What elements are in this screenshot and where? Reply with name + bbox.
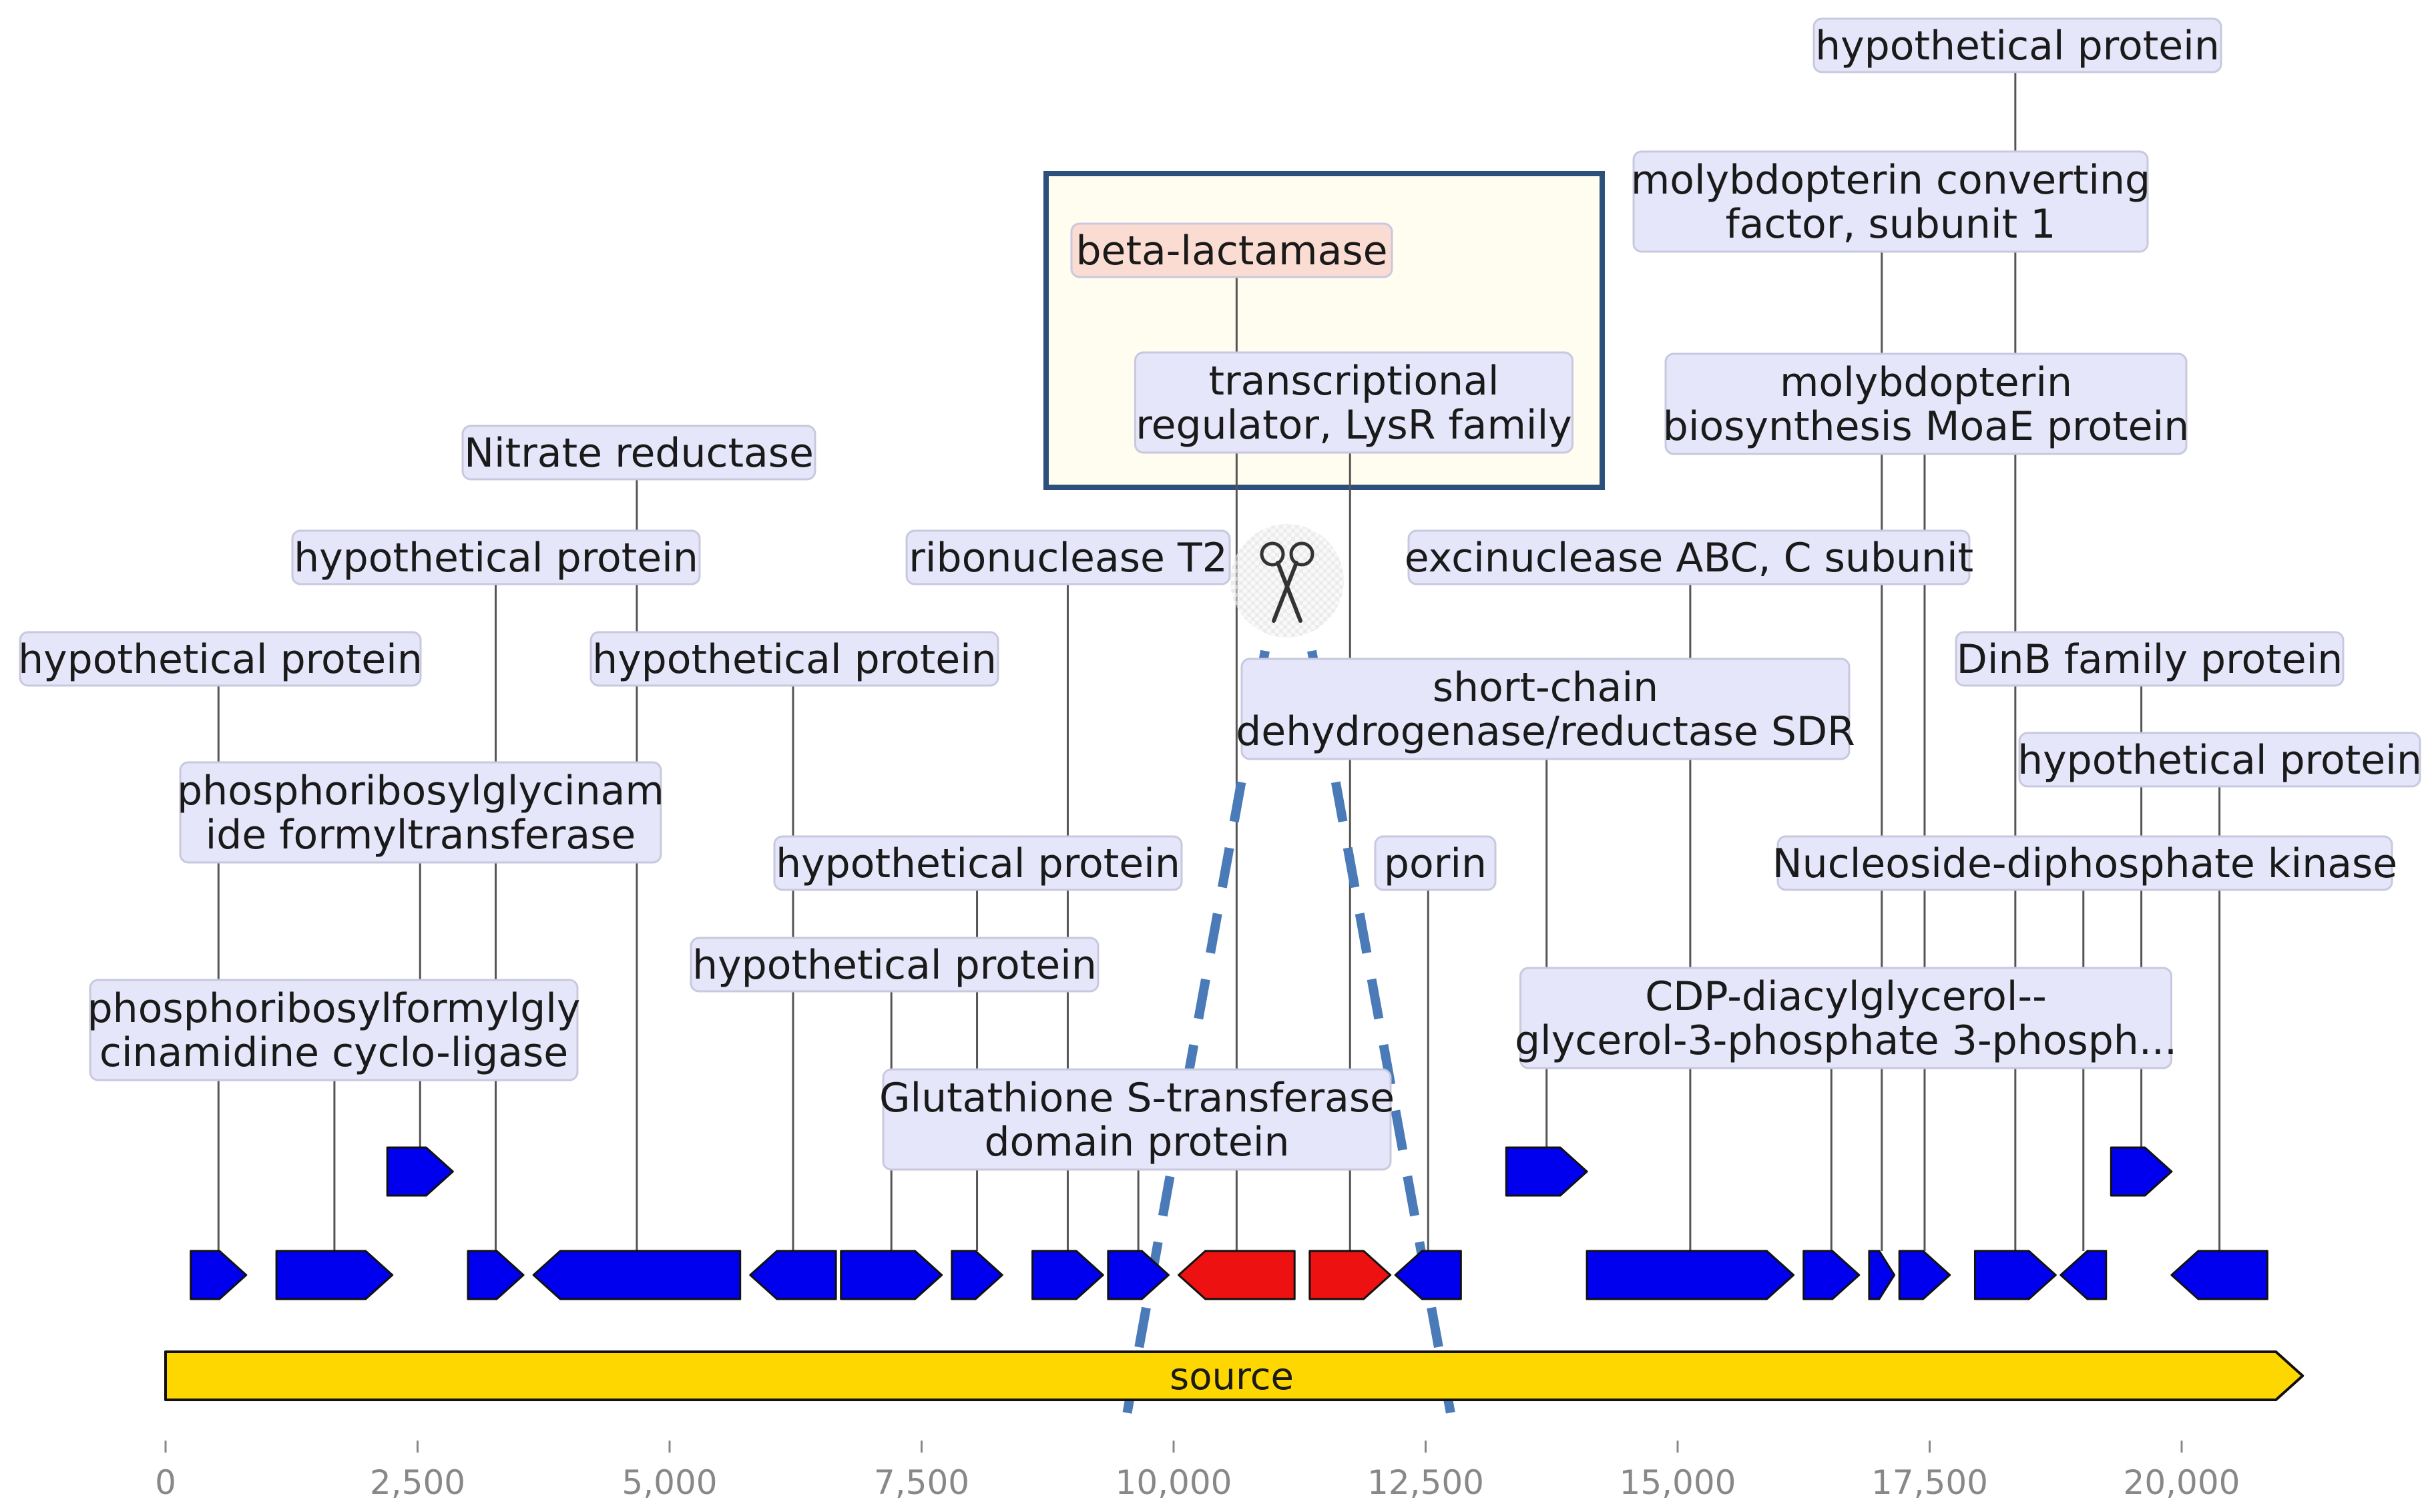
cut-line-left [1121,650,1270,1423]
feature-label: Nucleoside-diphosphate kinase [1772,835,2397,891]
gene-arrow [1973,1250,2057,1300]
gene-arrow [1505,1146,1588,1197]
feature-label-text: Nucleoside-diphosphate kinase [1772,840,2397,887]
feature-labels: hypothetical protein phosphoribosylformyl… [18,17,2422,1171]
gene-arrow [1898,1250,1951,1300]
source-bar [164,1350,2304,1401]
gene-arrow [1308,1250,1392,1300]
axis-tick-label: 15,000 [1620,1463,1736,1502]
source-label: source [1170,1355,1294,1399]
gene-arrow [951,1250,1003,1300]
gene-arrow [840,1250,943,1300]
feature-label: CDP-diacylglycerol--glycerol-3-phosphate… [1515,967,2177,1069]
gene-arrow [1868,1250,1896,1300]
feature-label: DinB family protein [1955,631,2345,687]
axis-tick-label: 12,500 [1367,1463,1484,1502]
feature-label-text: beta-lactamase [1075,228,1387,274]
feature-label: Nitrate reductase [461,425,816,481]
gene-arrow [467,1250,525,1300]
feature-label: porin [1374,835,1497,891]
axis-tick-label: 17,500 [1871,1463,1988,1502]
axis-tick-label: 0 [155,1463,176,1502]
gene-arrow [749,1250,837,1300]
gene-arrow [275,1250,394,1300]
gene-arrow [2110,1146,2173,1197]
feature-label: hypothetical protein [1812,17,2222,73]
cut-line-right [1307,650,1457,1423]
feature-track [190,1146,2268,1300]
source-track: source [164,1350,2304,1401]
feature-label-text: hypothetical protein [692,942,1097,989]
gene-arrow [1031,1250,1104,1300]
gene-arrow [532,1250,742,1300]
feature-label: hypothetical protein [18,631,423,687]
gene-arrow [386,1146,454,1197]
feature-label: hypothetical protein [2017,732,2422,788]
feature-label: beta-lactamase [1070,222,1393,278]
axis-tick-label: 5,000 [622,1463,717,1502]
gene-arrow [2059,1250,2108,1300]
feature-label-text: porin [1384,840,1487,887]
feature-label-text: hypothetical protein [2017,737,2422,784]
feature-label: hypothetical protein [589,631,999,687]
gene-arrow [190,1250,248,1300]
feature-label-text: excinuclease ABC, C subunit [1405,535,1973,581]
feature-label: hypothetical protein [291,529,701,585]
gene-arrow [1178,1250,1296,1300]
feature-label-text: hypothetical protein [294,535,698,581]
feature-label: hypothetical protein [773,835,1183,891]
cut-lines [1121,650,1457,1423]
gene-arrow [1586,1250,1795,1300]
feature-label: hypothetical protein [690,937,1100,993]
scissors-icon [1230,524,1344,638]
feature-label-text: hypothetical protein [18,636,423,683]
gene-arrow [2170,1250,2268,1300]
axis-tick-label: 20,000 [2124,1463,2240,1502]
feature-label-text: Nitrate reductase [464,430,814,477]
gene-arrow [1394,1250,1462,1300]
feature-label-text: ribonuclease T2 [909,535,1228,581]
feature-label-text: hypothetical protein [776,840,1180,887]
feature-label-text: CDP-diacylglycerol--glycerol-3-phosphate… [1515,973,2177,1064]
feature-label-text: hypothetical protein [592,636,997,683]
axis-tick-label: 7,500 [874,1463,969,1502]
feature-label: excinuclease ABC, C subunit [1405,529,1973,585]
axis-tick-label: 2,500 [370,1463,465,1502]
axis-tick-label: 10,000 [1116,1463,1232,1502]
feature-label-text: hypothetical protein [1815,23,2220,69]
gene-arrow [1802,1250,1861,1300]
position-axis: 0 2,500 5,000 7,500 10,000 12,500 15,000 17,500… [155,1441,2240,1502]
gene-arrow [1107,1250,1170,1300]
feature-label-text: DinB family protein [1957,636,2343,683]
feature-label: ribonuclease T2 [905,529,1231,585]
